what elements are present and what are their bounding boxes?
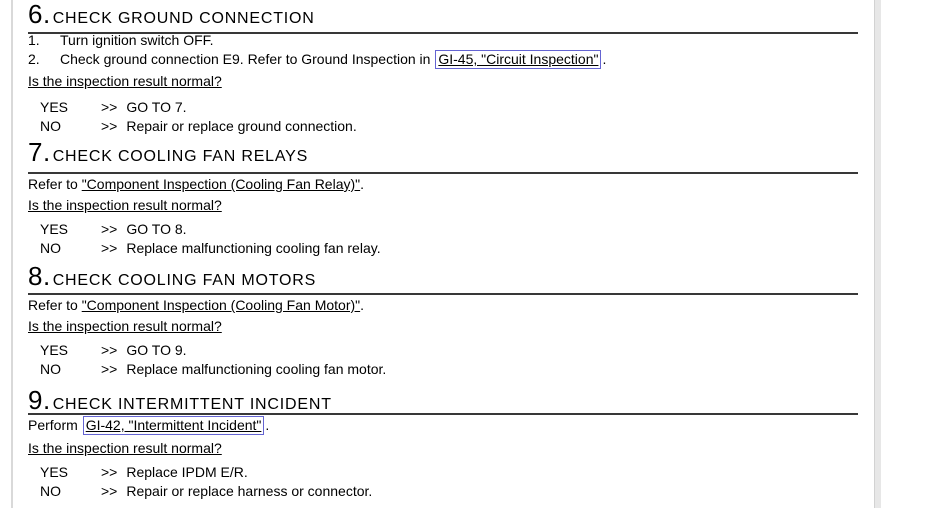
gi45-circuit-inspection-link[interactable]: GI-45, "Circuit Inspection" — [435, 50, 602, 69]
result-arrow: >> — [101, 483, 118, 499]
result-yes-row: YES >> GO TO 9. — [40, 341, 870, 360]
action-line: Perform GI-42, "Intermittent Incident". — [28, 416, 858, 435]
result-arrow: >> — [101, 361, 118, 377]
result-label: NO — [40, 118, 61, 134]
procedure-step: 1. Turn ignition switch OFF. — [28, 31, 858, 50]
step-text-prefix: Check ground connection E9. Refer to Gro… — [60, 51, 435, 67]
section-heading-8: 8.CHECK COOLING FAN MOTORS — [28, 261, 858, 291]
action-prefix: Refer to — [28, 176, 82, 192]
result-text: Replace IPDM E/R. — [126, 464, 248, 480]
section-divider — [28, 172, 858, 174]
result-text: Replace malfunctioning cooling fan relay… — [126, 240, 381, 256]
section-title: CHECK COOLING FAN MOTORS — [52, 272, 317, 289]
result-arrow: >> — [101, 221, 118, 237]
step-number: 1. — [28, 32, 40, 48]
action-line: Refer to "Component Inspection (Cooling … — [28, 296, 858, 315]
section-divider — [28, 413, 858, 415]
procedure-step: 2. Check ground connection E9. Refer to G… — [28, 50, 858, 69]
section-number: 9. — [28, 385, 51, 415]
section-number: 7. — [28, 137, 51, 167]
gi42-intermittent-incident-link[interactable]: GI-42, "Intermittent Incident" — [82, 416, 265, 435]
result-label: NO — [40, 240, 61, 256]
section-heading-6: 6.CHECK GROUND CONNECTION — [28, 0, 858, 29]
inspection-question: Is the inspection result normal? — [28, 73, 222, 89]
step-text: Turn ignition switch OFF. — [60, 32, 214, 48]
section-title: CHECK INTERMITTENT INCIDENT — [52, 396, 332, 413]
action-prefix: Perform — [28, 417, 82, 433]
result-yes-row: YES >> GO TO 7. — [40, 98, 870, 117]
component-inspection-cooling-fan-motor-link[interactable]: "Component Inspection (Cooling Fan Motor… — [81, 297, 361, 313]
result-no-row: NO >> Replace malfunctioning cooling fan r… — [40, 239, 870, 258]
result-yes-row: YES >> Replace IPDM E/R. — [40, 463, 870, 482]
result-label: YES — [40, 464, 69, 480]
action-line: Refer to "Component Inspection (Cooling … — [28, 175, 858, 194]
section-divider — [28, 293, 858, 295]
section-divider — [28, 32, 858, 34]
result-arrow: >> — [101, 342, 118, 358]
action-prefix: Refer to — [28, 297, 82, 313]
step-text-suffix: . — [602, 51, 607, 67]
result-yes-row: YES >> GO TO 8. — [40, 220, 870, 239]
result-text: Repair or replace harness or connector. — [126, 483, 373, 499]
section-number: 8. — [28, 261, 51, 291]
inspection-question: Is the inspection result normal? — [28, 318, 222, 334]
inspection-question: Is the inspection result normal? — [28, 197, 222, 213]
inspection-question: Is the inspection result normal? — [28, 440, 222, 456]
section-number: 6. — [28, 0, 51, 29]
step-number: 2. — [28, 51, 40, 67]
result-text: Repair or replace ground connection. — [126, 118, 357, 134]
action-suffix: . — [360, 297, 365, 313]
result-label: YES — [40, 99, 69, 115]
section-heading-9: 9.CHECK INTERMITTENT INCIDENT — [28, 385, 858, 415]
result-text: GO TO 7. — [126, 99, 187, 115]
result-arrow: >> — [101, 464, 118, 480]
component-inspection-cooling-fan-relay-link[interactable]: "Component Inspection (Cooling Fan Relay… — [81, 176, 361, 192]
result-label: NO — [40, 483, 61, 499]
result-arrow: >> — [101, 240, 118, 256]
action-suffix: . — [360, 176, 365, 192]
result-arrow: >> — [101, 99, 118, 115]
result-label: YES — [40, 221, 69, 237]
section-title: CHECK COOLING FAN RELAYS — [52, 148, 309, 165]
action-suffix: . — [265, 417, 270, 433]
result-no-row: NO >> Repair or replace harness or connect… — [40, 482, 870, 501]
result-text: GO TO 8. — [126, 221, 187, 237]
result-text: Replace malfunctioning cooling fan motor… — [126, 361, 387, 377]
result-no-row: NO >> Replace malfunctioning cooling fan m… — [40, 360, 870, 379]
result-label: NO — [40, 361, 61, 377]
result-label: YES — [40, 342, 69, 358]
section-heading-7: 7.CHECK COOLING FAN RELAYS — [28, 137, 858, 167]
right-page-edge — [874, 0, 881, 508]
result-text: GO TO 9. — [126, 342, 187, 358]
section-title: CHECK GROUND CONNECTION — [52, 10, 315, 27]
left-page-edge — [11, 0, 13, 508]
result-arrow: >> — [101, 118, 118, 134]
result-no-row: NO >> Repair or replace ground connection. — [40, 117, 870, 136]
